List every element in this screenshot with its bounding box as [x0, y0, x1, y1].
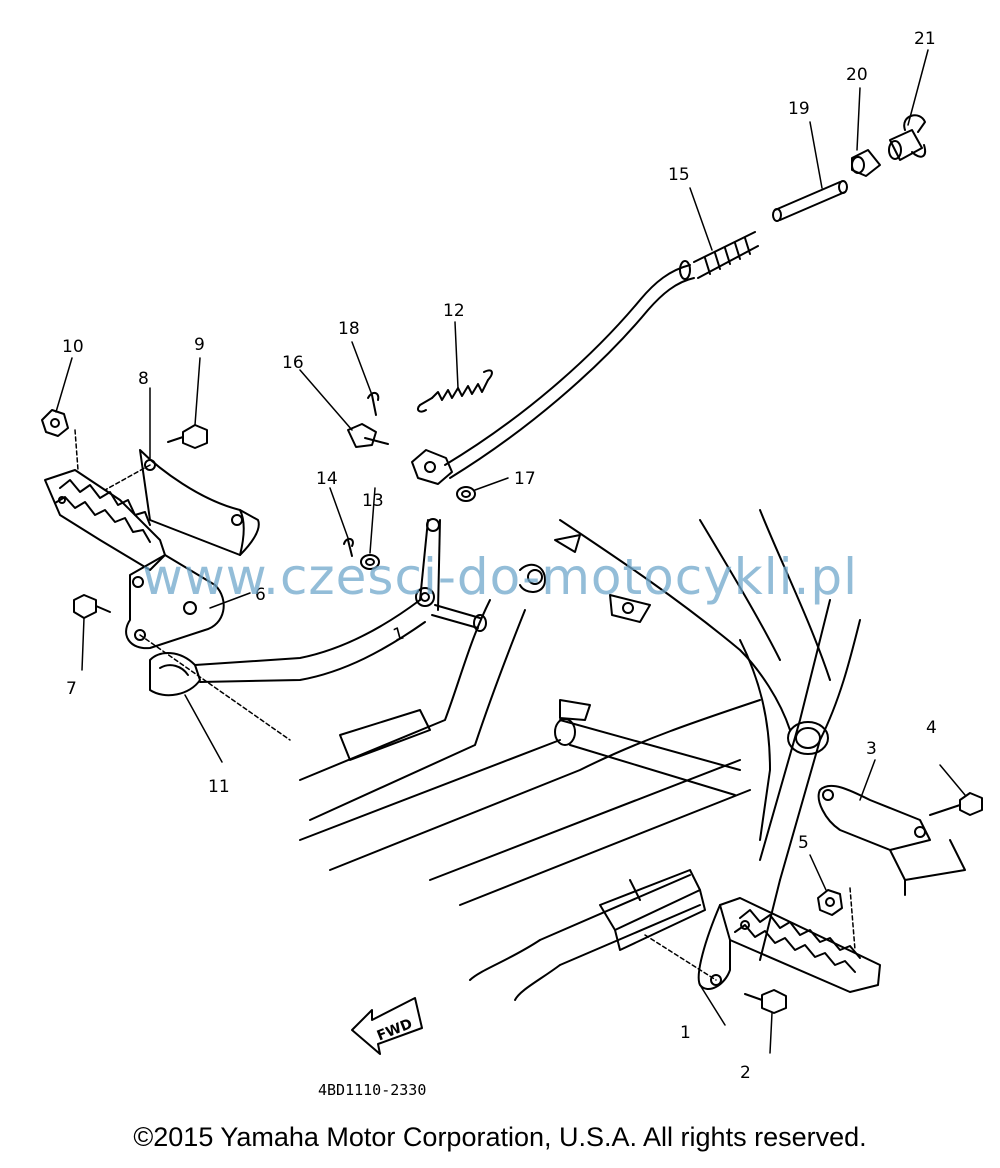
part-number-2: 2 — [740, 1063, 751, 1083]
part-number-20: 20 — [846, 65, 868, 85]
part-number-21: 21 — [914, 29, 936, 49]
part-number-15: 15 — [668, 165, 690, 185]
part-number-6: 6 — [255, 585, 266, 605]
watermark-text: www.czesci-do-motocykli.pl — [141, 548, 859, 606]
part-number-18: 18 — [338, 319, 360, 339]
part-number-3: 3 — [866, 739, 877, 759]
part-number-9: 9 — [194, 335, 205, 355]
frame-drawing — [299, 509, 861, 1001]
part-number-8: 8 — [138, 369, 149, 389]
linkage-assembly — [343, 369, 493, 570]
fwd-label: FWD — [375, 1016, 415, 1045]
part-number-13: 13 — [362, 491, 384, 511]
part-number-17: 17 — [514, 469, 536, 489]
part-number-4: 4 — [926, 718, 937, 738]
leader-lines — [55, 49, 966, 1054]
brake-rod-assembly — [444, 114, 926, 479]
part-number-7: 7 — [66, 679, 77, 699]
part-number-16: 16 — [282, 353, 304, 373]
fwd-arrow — [351, 997, 423, 1055]
part-number-11: 11 — [208, 777, 230, 797]
part-number-1: 1 — [680, 1023, 691, 1043]
part-number-1: 1 — [391, 624, 407, 646]
copyright-notice: ©2015 Yamaha Motor Corporation, U.S.A. A… — [133, 1122, 867, 1152]
left-footrest-assembly — [41, 409, 487, 697]
part-number-5: 5 — [798, 833, 809, 853]
diagram-code: 4BD1110-2330 — [318, 1081, 426, 1099]
part-number-12: 12 — [443, 301, 465, 321]
part-number-10: 10 — [62, 337, 84, 357]
part-number-19: 19 — [788, 99, 810, 119]
part-number-labels: 1 1 2 3 4 5 6 7 8 9 10 11 12 13 14 15 16… — [62, 29, 937, 1083]
part-number-14: 14 — [316, 469, 338, 489]
right-footrest-assembly — [697, 784, 983, 1014]
